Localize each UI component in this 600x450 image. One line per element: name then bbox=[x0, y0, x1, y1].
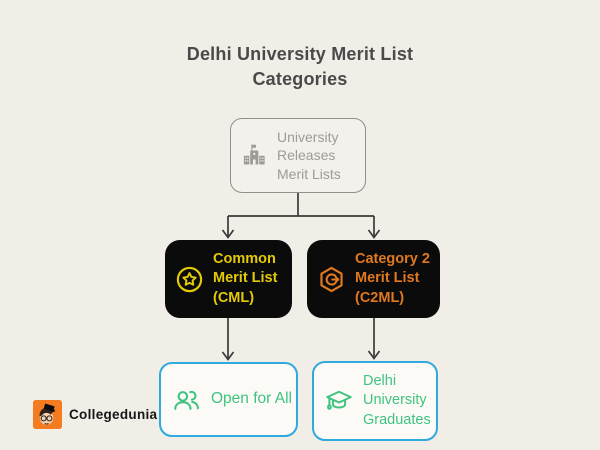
node-grads-line-1: Delhi bbox=[363, 372, 397, 389]
node-c2ml-line-2: Merit List bbox=[355, 270, 420, 287]
people-group-icon bbox=[171, 384, 202, 415]
node-university-line-3: Merit Lists bbox=[277, 165, 341, 182]
star-badge-icon bbox=[175, 265, 204, 294]
arrowhead-to-grads bbox=[367, 350, 381, 360]
node-grads-line-3: Graduates bbox=[363, 411, 431, 428]
collegedunia-logo-text: Collegedunia bbox=[69, 407, 158, 422]
page-title: Delhi University Merit List Categories bbox=[0, 42, 600, 92]
node-university-label: University Releases Merit Lists bbox=[277, 128, 341, 183]
node-grads-line-2: University bbox=[363, 392, 427, 409]
collegedunia-mascot-icon bbox=[33, 400, 62, 429]
node-category2-merit-list: Category 2 Merit List (C2ML) bbox=[307, 240, 440, 318]
node-cml-label: Common Merit List (CML) bbox=[213, 250, 277, 308]
node-c2ml-line-1: Category 2 bbox=[355, 251, 430, 268]
node-du-graduates: Delhi University Graduates bbox=[312, 361, 438, 441]
node-open-for-all: Open for All bbox=[159, 362, 298, 437]
node-c2ml-label: Category 2 Merit List (C2ML) bbox=[355, 250, 430, 308]
node-grads-label: Delhi University Graduates bbox=[363, 372, 431, 431]
arrowhead-to-cml bbox=[221, 229, 235, 239]
page-title-line-1: Delhi University Merit List bbox=[186, 44, 414, 64]
node-university-releases: University Releases Merit Lists bbox=[230, 118, 366, 193]
page-title-line-2: Categories bbox=[252, 68, 348, 89]
graduation-cap-icon bbox=[324, 386, 354, 416]
node-common-merit-list: Common Merit List (CML) bbox=[165, 240, 292, 318]
node-open-line-1: Open for All bbox=[211, 390, 292, 408]
arrowhead-to-c2ml bbox=[367, 229, 381, 239]
node-c2ml-line-3: (C2ML) bbox=[355, 289, 405, 306]
node-university-line-1: University bbox=[277, 129, 339, 146]
node-university-line-2: Releases bbox=[277, 147, 336, 164]
node-cml-line-1: Common bbox=[213, 251, 276, 268]
category-hexagon-icon bbox=[317, 265, 346, 294]
node-open-label: Open for All bbox=[211, 389, 292, 410]
node-cml-line-3: (CML) bbox=[213, 289, 255, 306]
university-building-icon bbox=[241, 142, 268, 169]
collegedunia-logo: Collegedunia bbox=[33, 400, 157, 429]
arrowhead-to-open bbox=[221, 351, 235, 361]
node-cml-line-2: Merit List bbox=[213, 270, 278, 287]
